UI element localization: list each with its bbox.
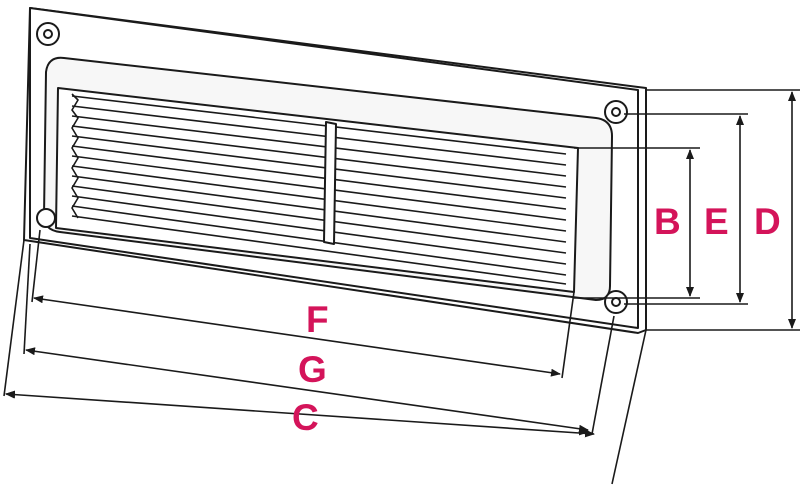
vent-grille [23,7,647,334]
louver-slats [71,95,567,285]
label-f: F [306,299,329,340]
dimension-labels: B E D F G C [292,201,781,438]
label-c: C [292,397,319,438]
screw-hole-top-right [604,100,628,124]
screw-hole-top-left [36,22,60,46]
label-d: D [754,201,781,242]
louver-left-edge [71,93,79,219]
screw-hole-bottom-right [604,290,628,314]
label-b: B [654,201,681,242]
label-e: E [704,201,729,242]
label-g: G [298,349,327,390]
screw-hole-bottom-left [36,208,56,228]
dimension-lines [3,89,800,485]
center-divider [323,121,337,245]
